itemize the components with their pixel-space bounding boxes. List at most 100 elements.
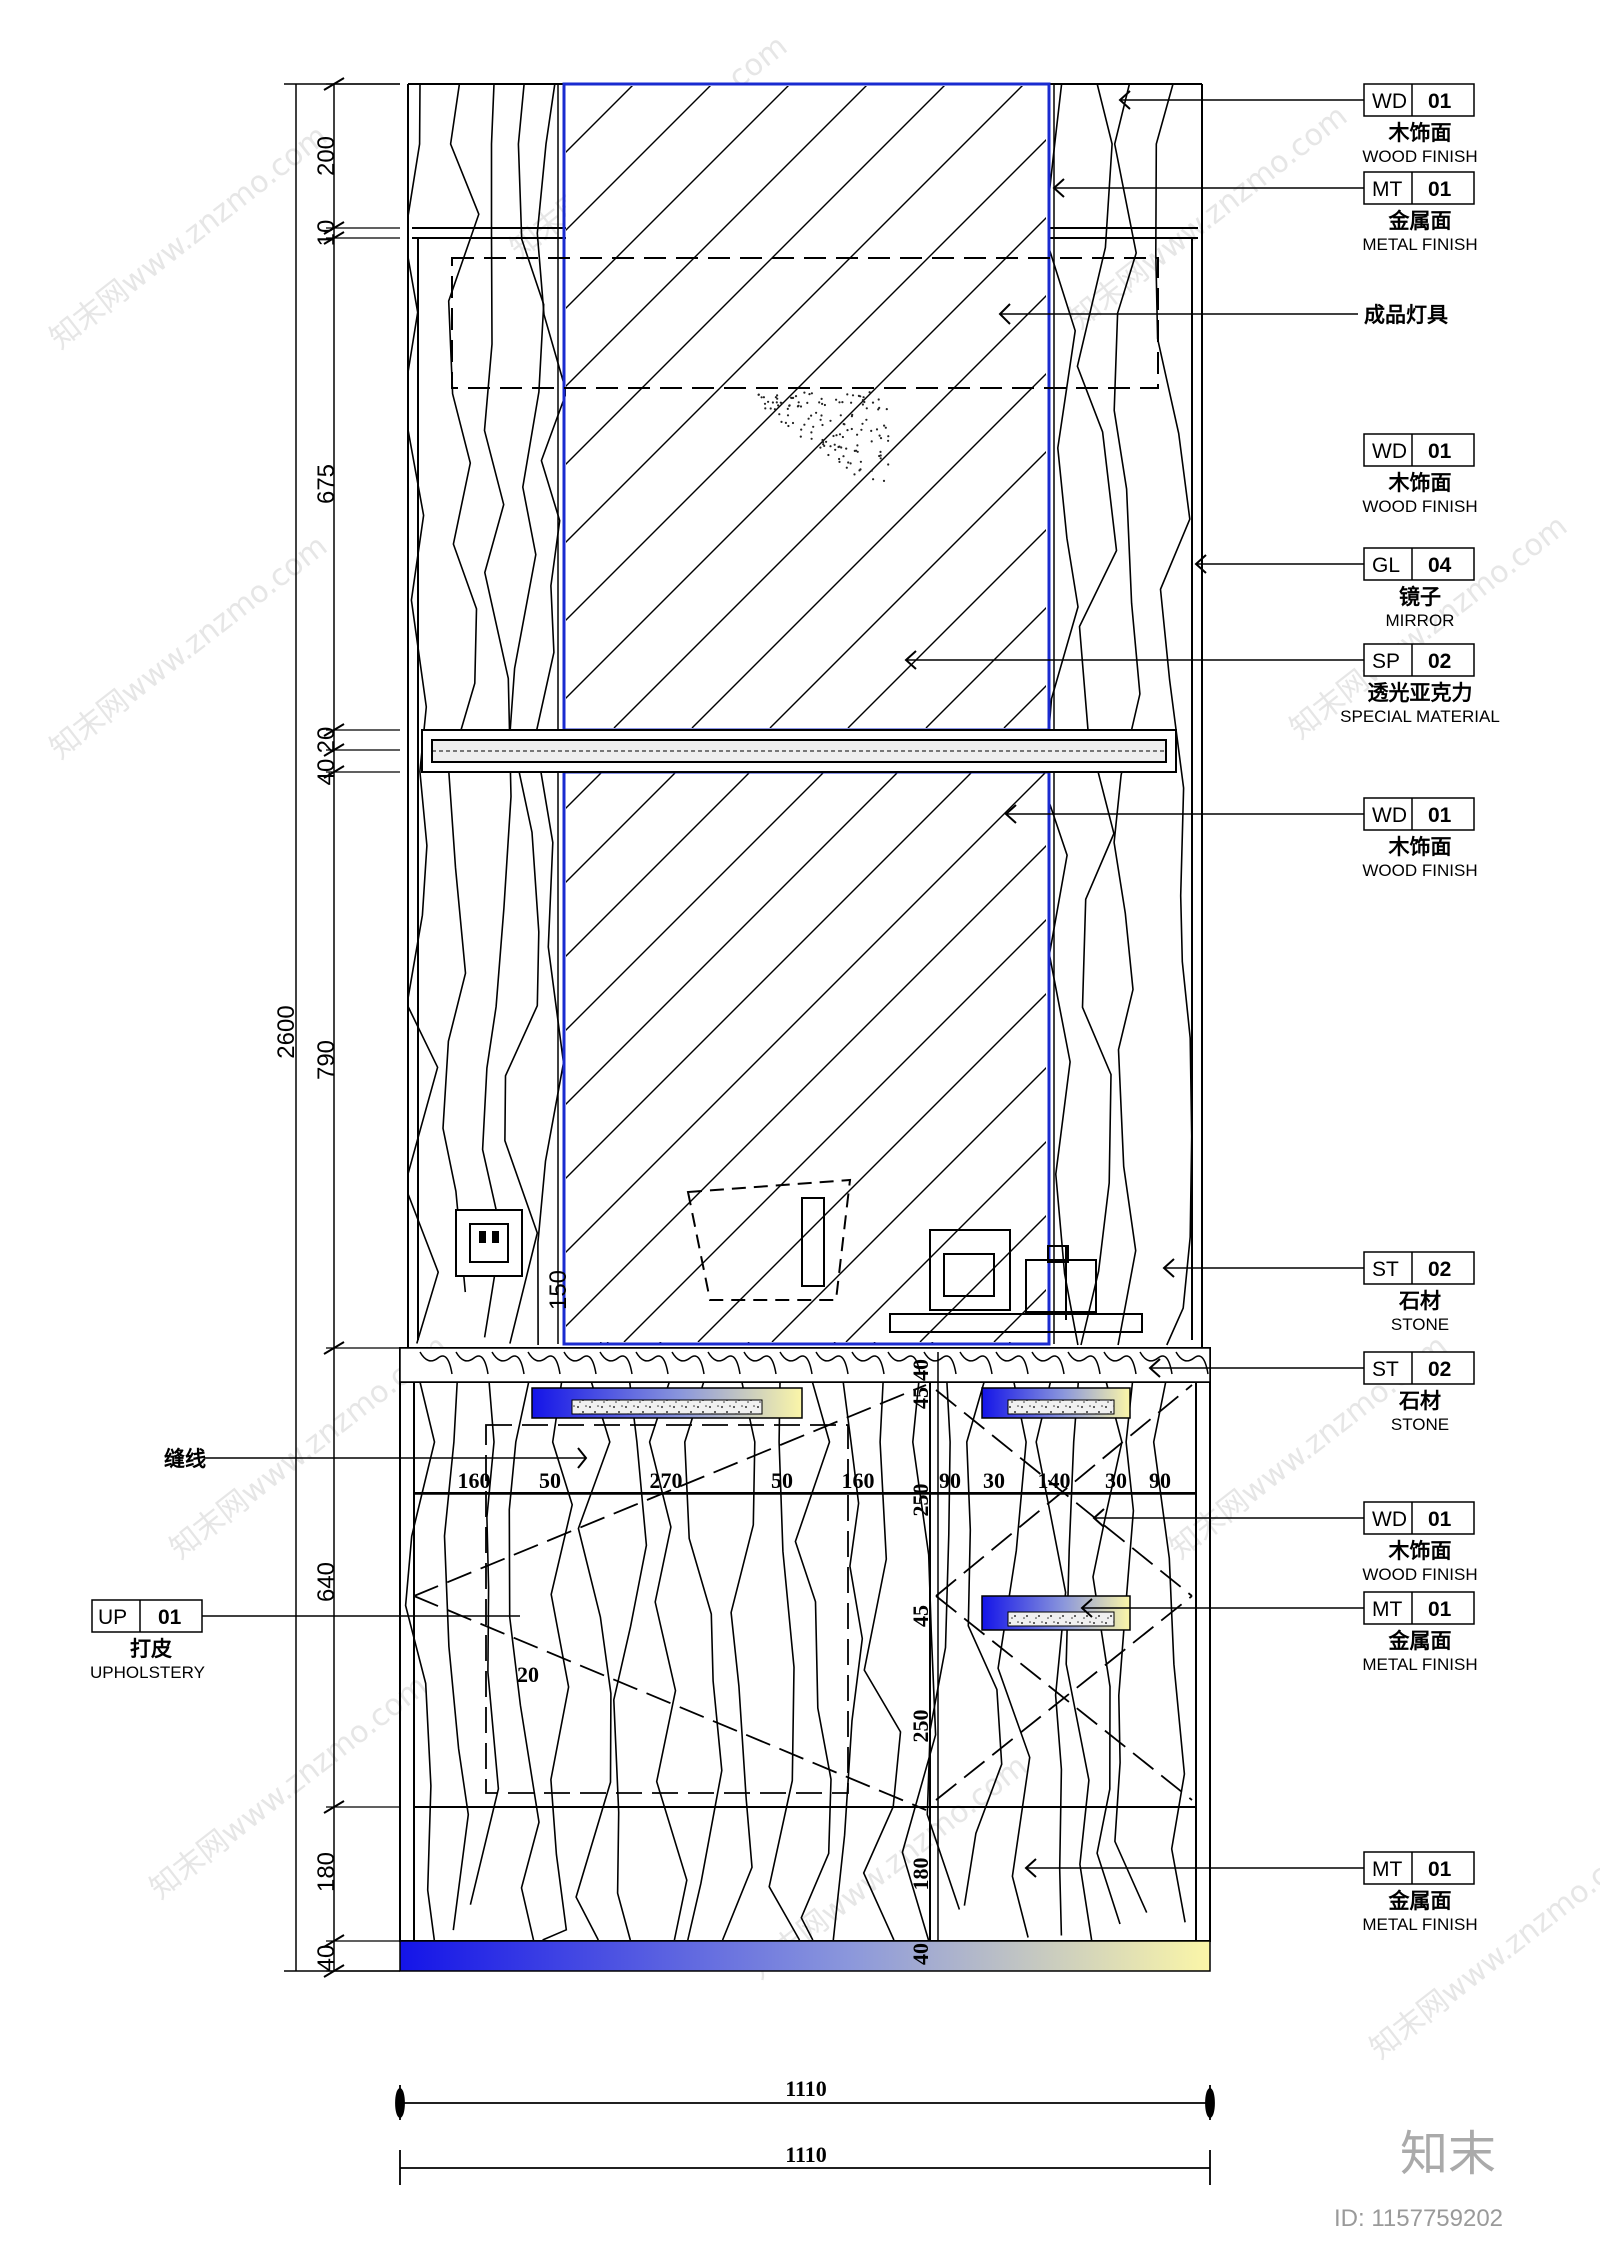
speckle-dot xyxy=(796,405,800,408)
inner-dim-250b: 250 xyxy=(908,1710,933,1743)
mirror-upper-bg xyxy=(566,84,1048,730)
hdim-140: 140 xyxy=(1038,1468,1071,1493)
speckle-dot xyxy=(819,418,822,421)
mirror-hatch-line xyxy=(919,1215,1046,1342)
tag-code: GL xyxy=(1372,554,1400,577)
watermark-id: ID: 1157759202 xyxy=(1334,2205,1503,2232)
mirror-hatch-upper xyxy=(0,84,1600,728)
speckle-dot xyxy=(815,411,818,414)
speckle-dot xyxy=(887,439,890,442)
stone-vein xyxy=(815,1351,849,1375)
speckle-dot xyxy=(773,408,777,411)
speckle-dot xyxy=(799,405,803,408)
speckle-dot xyxy=(862,396,865,399)
hdim-270: 270 xyxy=(650,1468,683,1493)
speckle-dot xyxy=(870,440,873,443)
speckle-dot xyxy=(863,400,866,404)
mirror-inner-lines xyxy=(557,84,1055,1344)
mirror-hatch-line xyxy=(771,1067,1046,1342)
grain-stroke xyxy=(443,1381,470,1931)
speckle-dot xyxy=(837,445,840,449)
up-code: UP xyxy=(98,1606,127,1629)
speckle-dot xyxy=(838,460,841,463)
speckle-dot xyxy=(858,469,861,472)
leader-arrow xyxy=(1194,554,1207,574)
tag-cn: 石材 xyxy=(1398,1289,1441,1313)
speckle-dot xyxy=(788,404,791,407)
speckle-dot xyxy=(800,428,803,431)
mirror-hatch-line xyxy=(566,86,945,465)
speckle-dot xyxy=(846,393,849,396)
speckle-dot xyxy=(850,427,853,431)
speckle-dot xyxy=(877,398,880,401)
leader-arrow xyxy=(1052,178,1065,198)
stone-vein xyxy=(959,1351,993,1375)
hdim-90a: 90 xyxy=(939,1468,961,1493)
speckle-dot xyxy=(803,391,806,394)
dim-675: 675 xyxy=(313,464,340,504)
drawer-pulls xyxy=(531,1387,1131,1631)
stone-vein xyxy=(1139,1351,1173,1375)
hdim-50b: 50 xyxy=(771,1468,793,1493)
left-dimension-lines xyxy=(284,83,400,1972)
grain-stroke xyxy=(683,1381,723,1941)
speckle-dot xyxy=(821,402,824,405)
speckle-dot xyxy=(870,429,873,432)
tag-box xyxy=(1363,1251,1475,1285)
grain-stroke xyxy=(926,1381,961,1910)
acrylic-shelf xyxy=(421,729,1177,773)
grain-stroke xyxy=(832,1381,864,1941)
stone-vein xyxy=(455,1351,489,1375)
speckle-dot xyxy=(810,437,813,440)
leader-arrow xyxy=(1162,1258,1175,1278)
mirror-hatch-line xyxy=(0,84,88,728)
tag-en: METAL FINISH xyxy=(1362,1655,1477,1674)
dim-40: 40 xyxy=(313,759,340,786)
grain-stroke xyxy=(1065,1381,1093,1941)
speckle-dot xyxy=(851,394,855,397)
watermark-text: 知末网www.znzmo.com xyxy=(143,1668,434,1906)
speckle-dot xyxy=(838,433,842,436)
tag-code: MT xyxy=(1372,178,1402,201)
speckle-dot xyxy=(878,406,881,409)
light-fixture-callout: 成品灯具 xyxy=(998,303,1448,327)
light-label: 成品灯具 xyxy=(1364,303,1448,327)
grain-stroke xyxy=(481,84,512,1338)
grain-stroke xyxy=(1152,1381,1186,1923)
stone-vein xyxy=(1067,1351,1101,1375)
tag-code: WD xyxy=(1372,90,1407,113)
tag-number: 02 xyxy=(1428,650,1451,673)
mirror-hatch-line xyxy=(566,772,1046,1253)
wall-socket xyxy=(455,1209,523,1277)
left-dimension-ticks xyxy=(323,77,400,1978)
speckle-dot xyxy=(857,394,861,397)
speckle-dot xyxy=(838,457,841,461)
speckle-dot xyxy=(790,396,793,399)
stone-vein xyxy=(527,1351,561,1375)
speckle-dot xyxy=(885,408,888,411)
tag-number: 02 xyxy=(1428,1258,1451,1281)
tag-code: WD xyxy=(1372,1508,1407,1531)
width-dimension-lines xyxy=(395,2085,1215,2185)
mirror-hatch-line xyxy=(1082,84,1600,728)
speckle-dot xyxy=(865,418,868,421)
speckle-dot xyxy=(841,435,845,439)
speckle-dot xyxy=(849,462,852,465)
tag-number: 01 xyxy=(1428,90,1452,113)
light-speckle xyxy=(757,391,890,482)
tag-code: ST xyxy=(1372,1258,1399,1281)
stone-vein xyxy=(419,1351,453,1375)
speckle-dot xyxy=(822,441,825,444)
grain-stroke xyxy=(794,1381,832,1941)
stone-band-rect xyxy=(399,1347,1211,1383)
tag-cn: 石材 xyxy=(1398,1389,1441,1413)
speckle-dot xyxy=(835,434,838,437)
mirror-hatch-line xyxy=(623,919,1046,1342)
grain-stroke xyxy=(534,84,568,1346)
tag-en: SPECIAL MATERIAL xyxy=(1340,707,1500,726)
width-dim-bottom: 1110 xyxy=(785,2142,827,2167)
